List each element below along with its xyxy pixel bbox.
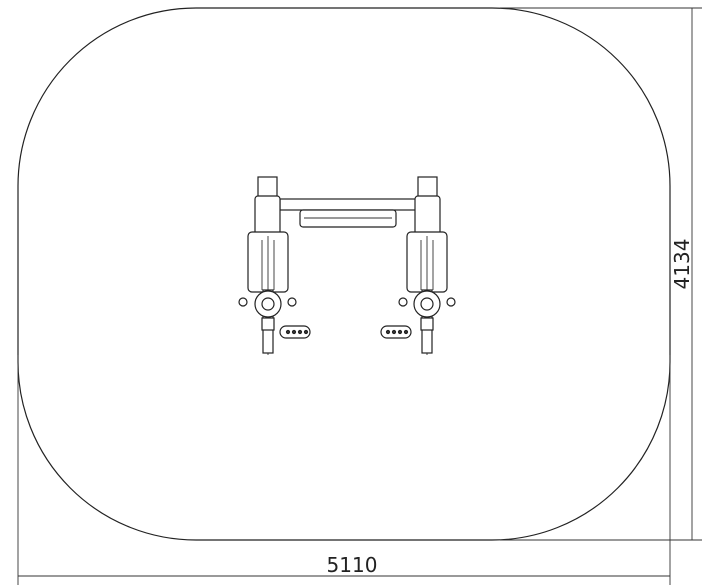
safety-zone-outline [17, 7, 671, 541]
dimension-lines [17, 7, 702, 585]
depth-dimension-label: 4134 [670, 239, 694, 290]
width-dimension-label: 5110 [327, 553, 378, 577]
equipment-top-view [238, 176, 456, 355]
